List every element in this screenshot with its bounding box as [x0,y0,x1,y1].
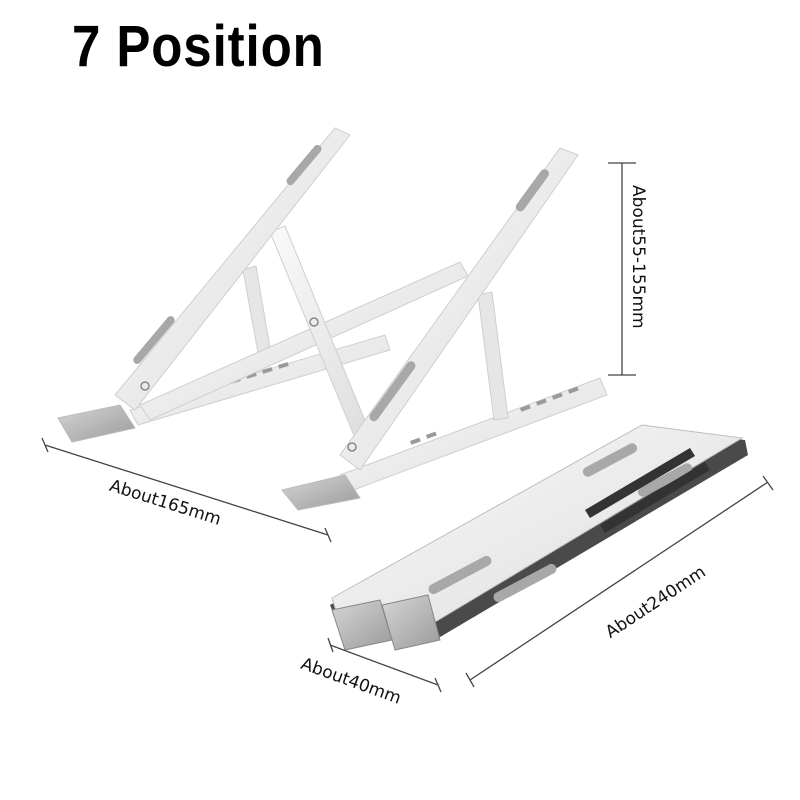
unfolded-stand [57,127,608,511]
folded-stand [330,424,748,651]
page-title: 7 Position [72,14,325,79]
dimension-lines [41,162,774,693]
height-dimension-label: About55-155mm [628,185,648,329]
